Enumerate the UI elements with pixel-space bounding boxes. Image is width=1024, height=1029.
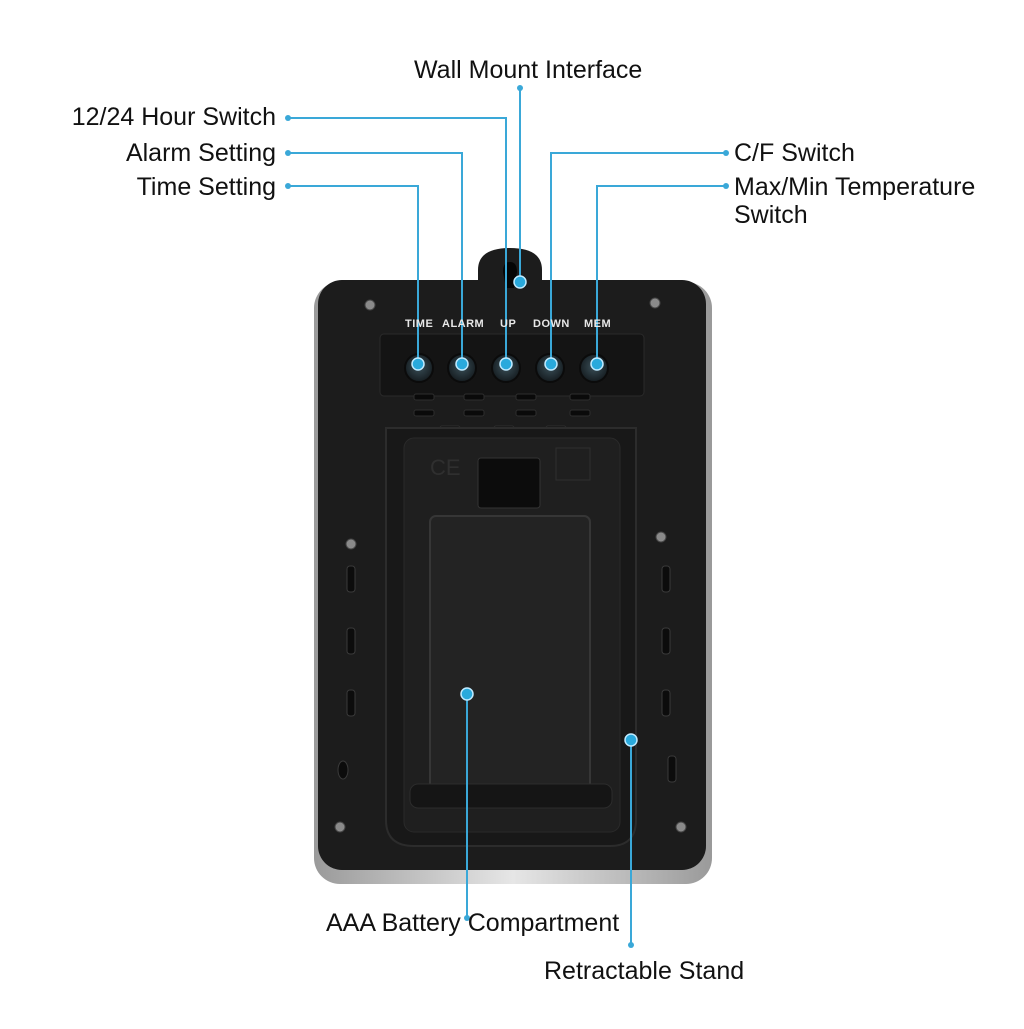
screws [334,297,687,833]
button-label-mem: MEM [584,318,612,330]
callout-hour-switch: 12/24 Hour Switch [71,103,276,131]
callout-alarm-setting: Alarm Setting [125,139,276,167]
button-label-alarm: ALARM [442,318,485,330]
stand-latch [477,457,541,509]
leader-dots [285,85,729,948]
ce-mark: CE [430,455,461,480]
callout-cf-switch: C/F Switch [734,139,855,167]
target-dots [411,275,638,747]
button-label-up: UP [500,318,517,330]
battery-compartment [429,515,591,791]
callout-maxmin-line1: Max/Min Temperature [734,173,976,201]
leader-lines [288,88,726,945]
callout-stand: Retractable Stand [544,957,745,985]
callout-battery: AAA Battery Compartment [326,909,620,937]
button-label-time: TIME [405,318,434,330]
callout-maxmin-line2: Switch [734,201,808,229]
button-label-down: DOWN [533,318,570,330]
callout-wall-mount: Wall Mount Interface [414,56,643,84]
side-slots [337,565,677,783]
callout-time-setting: Time Setting [136,173,276,201]
